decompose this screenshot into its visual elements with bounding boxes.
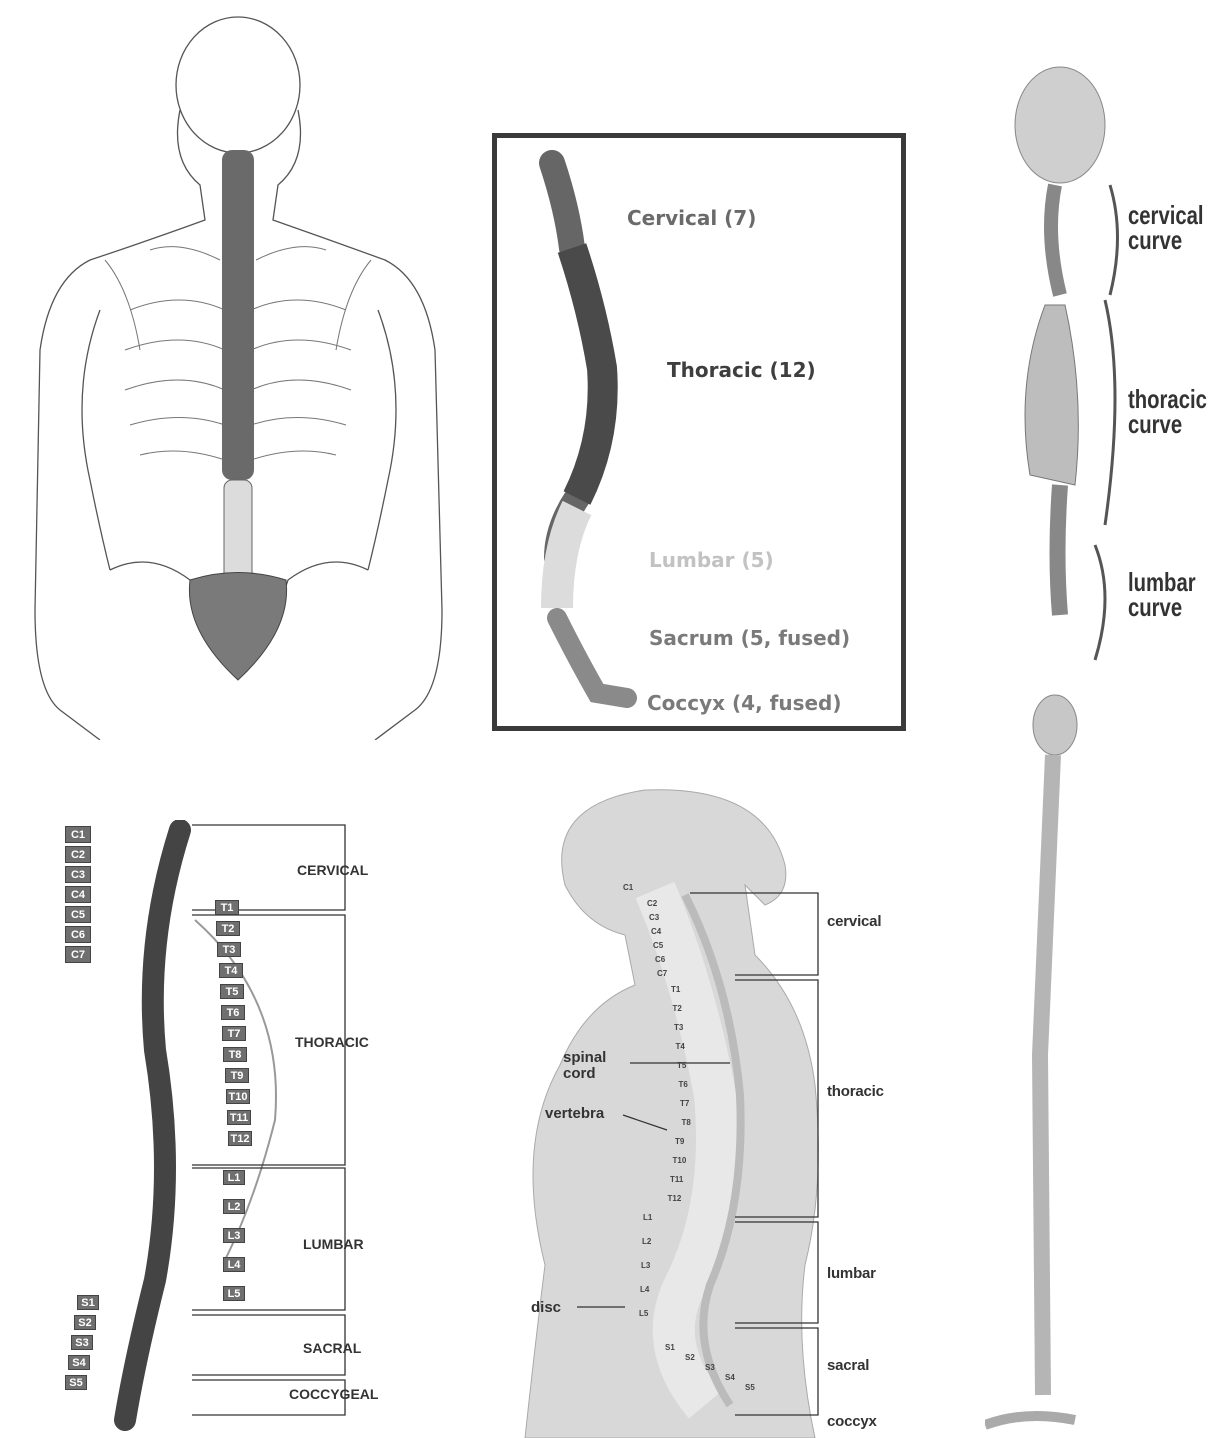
vertebra-box-t10: T10: [226, 1089, 250, 1104]
vertebra-box-l2: L2: [223, 1199, 245, 1214]
vertebra-box-t8: T8: [223, 1047, 247, 1062]
vertebra-box-t5: T5: [220, 984, 244, 999]
vertebra-level-t4: T4: [676, 1042, 685, 1051]
vertebra-box-t9: T9: [225, 1068, 249, 1083]
vertebra-box-t6: T6: [221, 1005, 245, 1020]
vertebra-level-t6: T6: [679, 1080, 688, 1089]
vertebra-box-c6: C6: [65, 926, 91, 943]
vertebra-level-c4: C4: [651, 927, 661, 936]
vertebra-level-t12: T12: [668, 1194, 682, 1203]
vertebra-level-l2: L2: [642, 1237, 651, 1246]
vertebra-level-c5: C5: [653, 941, 663, 950]
vertebra-box-t3: T3: [217, 942, 241, 957]
vertebra-level-s1: S1: [665, 1343, 675, 1352]
vertebra-level-c1: C1: [623, 883, 633, 892]
inset-label-thoracic: Thoracic (12): [667, 358, 816, 382]
vertebra-level-t7: T7: [680, 1099, 689, 1108]
vertebra-box-c3: C3: [65, 866, 91, 883]
skeleton-drawing: [985, 55, 1215, 1438]
region-label-cervical: CERVICAL: [297, 862, 368, 878]
vertebra-box-l1: L1: [223, 1170, 245, 1185]
posterior-body-drawing: [30, 10, 445, 740]
vertebra-level-c7: C7: [657, 969, 667, 978]
vertebra-level-c3: C3: [649, 913, 659, 922]
region-label-lumbar: lumbar: [827, 1265, 876, 1282]
vertebra-level-l5: L5: [639, 1309, 648, 1318]
spine-regions-inset: Cervical (7) Thoracic (12) Lumbar (5) Sa…: [492, 133, 906, 731]
vertebra-level-l3: L3: [641, 1261, 650, 1270]
vertebra-box-c2: C2: [65, 846, 91, 863]
inset-label-sacrum: Sacrum (5, fused): [649, 626, 850, 650]
vertebra-level-t11: T11: [670, 1175, 683, 1184]
vertebra-box-t11: T11: [227, 1110, 251, 1125]
vertebra-box-l3: L3: [223, 1228, 245, 1243]
vertebra-box-t12: T12: [228, 1131, 252, 1146]
vertebra-level-t10: T10: [673, 1156, 687, 1165]
vertebra-box-s5: S5: [65, 1375, 87, 1390]
vertebra-level-s5: S5: [745, 1383, 755, 1392]
vertebra-level-t1: T1: [671, 985, 680, 994]
vertebra-box-t2: T2: [216, 921, 240, 936]
inset-label-lumbar: Lumbar (5): [649, 548, 774, 572]
callout-disc: disc: [531, 1299, 561, 1316]
vertebra-box-l4: L4: [223, 1257, 245, 1272]
vertebra-box-s1: S1: [77, 1295, 99, 1310]
vertebra-level-t8: T8: [682, 1118, 691, 1127]
vertebra-box-t4: T4: [219, 963, 243, 978]
vertebra-box-c1: C1: [65, 826, 91, 843]
region-label-thoracic: THORACIC: [295, 1034, 369, 1050]
callout-vertebra: vertebra: [545, 1105, 604, 1122]
vertebra-level-l4: L4: [640, 1285, 649, 1294]
vertebra-level-t9: T9: [675, 1137, 684, 1146]
vertebra-level-c2: C2: [647, 899, 657, 908]
vertebra-box-c7: C7: [65, 946, 91, 963]
posterior-spine-illustration: [30, 10, 445, 740]
vertebra-box-s2: S2: [74, 1315, 96, 1330]
region-label-coccyx: coccyx: [827, 1413, 877, 1430]
vertebra-box-s3: S3: [71, 1335, 93, 1350]
region-label-sacral: SACRAL: [303, 1340, 361, 1356]
vertebral-column: [189, 150, 286, 680]
region-label-thoracic: thoracic: [827, 1083, 884, 1100]
vertebra-box-t1: T1: [215, 900, 239, 915]
region-label-coccygeal: COCCYGEAL: [289, 1386, 378, 1402]
vertebra-level-t3: T3: [674, 1023, 683, 1032]
vertebra-level-s4: S4: [725, 1373, 735, 1382]
vertebra-level-t5: T5: [677, 1061, 686, 1070]
vertebra-box-c4: C4: [65, 886, 91, 903]
inset-label-cervical: Cervical (7): [627, 206, 756, 230]
region-label-sacral: sacral: [827, 1357, 869, 1374]
vertebra-box-c5: C5: [65, 906, 91, 923]
vertebrae-levels-drawing: [55, 820, 455, 1438]
vertebra-box-t7: T7: [222, 1026, 246, 1041]
vertebra-level-t2: T2: [673, 1004, 682, 1013]
region-label-lumbar: LUMBAR: [303, 1236, 364, 1252]
vertebra-box-s4: S4: [68, 1355, 90, 1370]
vertebra-level-c6: C6: [655, 955, 665, 964]
vertebra-box-l5: L5: [223, 1286, 245, 1301]
region-label-cervical: cervical: [827, 913, 881, 930]
vertebra-level-s3: S3: [705, 1363, 715, 1372]
inset-label-coccyx: Coccyx (4, fused): [647, 691, 842, 715]
vertebra-level-s2: S2: [685, 1353, 695, 1362]
vertebra-level-l1: L1: [643, 1213, 652, 1222]
